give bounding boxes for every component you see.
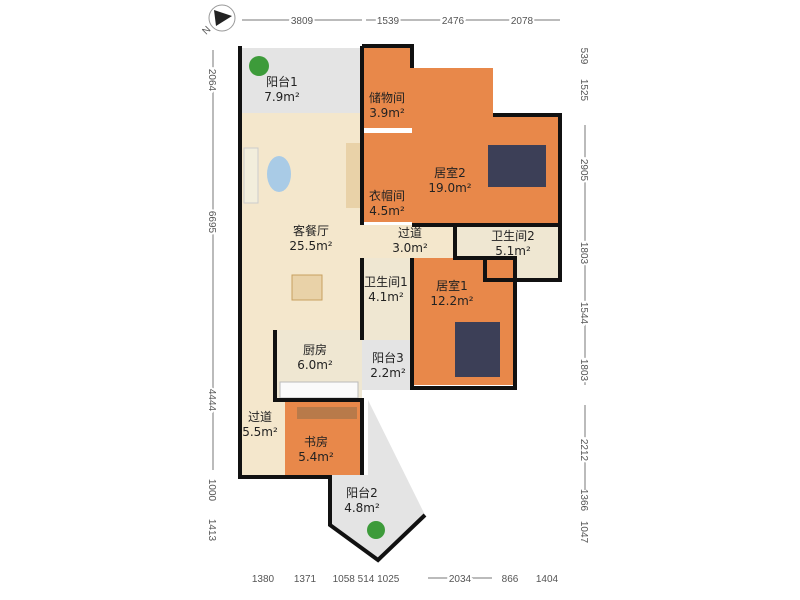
coffee-table-icon — [267, 156, 291, 192]
dimension-label: 1047 — [578, 521, 589, 544]
room-area: 7.9m² — [264, 90, 300, 104]
room-name: 过道 — [248, 410, 272, 424]
dimension-label: 1371 — [294, 574, 317, 585]
room-cloakroom — [362, 133, 412, 222]
room-balcony2 — [330, 400, 425, 560]
kitchen-counter-icon — [279, 381, 359, 399]
bed-icon — [455, 322, 500, 377]
walls — [238, 44, 562, 563]
room-name: 卫生间2 — [491, 229, 535, 243]
room-name: 阳台3 — [372, 350, 404, 365]
room-area: 19.0m² — [428, 181, 471, 195]
dimensions-right: 539 1525 2905 1803 1544 1803 2212 1366 1… — [576, 48, 591, 544]
dimension-label: 3809 — [291, 16, 314, 27]
room-name: 居室2 — [434, 165, 466, 180]
plant-icon — [367, 521, 385, 539]
room-name: 衣帽间 — [369, 188, 405, 203]
room-area: 3.0m² — [392, 241, 428, 255]
dimension-label: 539 — [578, 48, 589, 65]
room-name: 居室1 — [436, 278, 468, 293]
dimensions-top: 3809 1539 2476 2078 — [242, 14, 560, 29]
room-area: 2.2m² — [370, 366, 406, 380]
room-area: 4.8m² — [344, 501, 380, 515]
dimension-label: 2064 — [206, 69, 217, 92]
room-name: 阳台2 — [346, 485, 378, 500]
room-area: 4.1m² — [368, 290, 404, 304]
dimension-label: 2212 — [578, 439, 589, 462]
dimension-label: 1413 — [206, 519, 217, 542]
room-area: 3.9m² — [369, 106, 405, 120]
room-living — [240, 113, 455, 475]
sofa-icon — [243, 147, 259, 204]
room-name: 过道 — [398, 226, 422, 240]
dimension-label: 2905 — [578, 159, 589, 182]
dimension-label: 2034 — [449, 574, 472, 585]
room-name: 阳台1 — [266, 74, 298, 89]
dimensions-left: 2064 6695 4444 1000 1413 — [204, 50, 219, 542]
wardrobe-icon — [297, 407, 357, 419]
room-name: 储物间 — [369, 90, 405, 105]
bed-icon — [488, 145, 546, 187]
dimension-label: 2078 — [511, 16, 534, 27]
dimension-label: 866 — [502, 574, 519, 585]
dimension-label: 1058 514 1025 — [333, 574, 400, 585]
room-area: 12.2m² — [430, 294, 473, 308]
room-name: 客餐厅 — [293, 223, 329, 238]
room-name: 书房 — [304, 434, 328, 449]
dimension-label: 6695 — [206, 211, 217, 234]
dimension-label: 1000 — [206, 479, 217, 502]
dimension-label: 1539 — [377, 16, 400, 27]
room-area: 5.5m² — [242, 425, 278, 439]
tv-cabinet-icon — [346, 143, 360, 208]
dimensions-bottom: 1380 1371 1058 514 1025 2034 866 1404 — [252, 572, 559, 587]
room-area: 6.0m² — [297, 358, 333, 372]
room-name: 厨房 — [303, 342, 327, 357]
room-bath1 — [362, 258, 412, 340]
dining-table-icon — [291, 274, 323, 301]
room-area: 25.5m² — [289, 239, 332, 253]
dimension-label: 1803 — [578, 242, 589, 265]
dimension-label: 1525 — [578, 79, 589, 102]
plant-icon — [249, 56, 269, 76]
dimension-label: 2476 — [442, 16, 465, 27]
dimension-label: 1803 — [578, 359, 589, 382]
compass-icon: N — [200, 4, 236, 37]
room-area: 4.5m² — [369, 204, 405, 218]
room-area: 5.1m² — [495, 244, 531, 258]
room-storage — [362, 48, 412, 128]
dimension-label: 1544 — [578, 302, 589, 325]
dimension-label: 4444 — [206, 389, 217, 412]
room-area: 5.4m² — [298, 450, 334, 464]
dimension-label: 1404 — [536, 574, 559, 585]
room-name: 卫生间1 — [364, 275, 408, 289]
room-balcony3 — [362, 340, 412, 390]
dimension-label: 1380 — [252, 574, 275, 585]
dimension-label: 1366 — [578, 489, 589, 512]
